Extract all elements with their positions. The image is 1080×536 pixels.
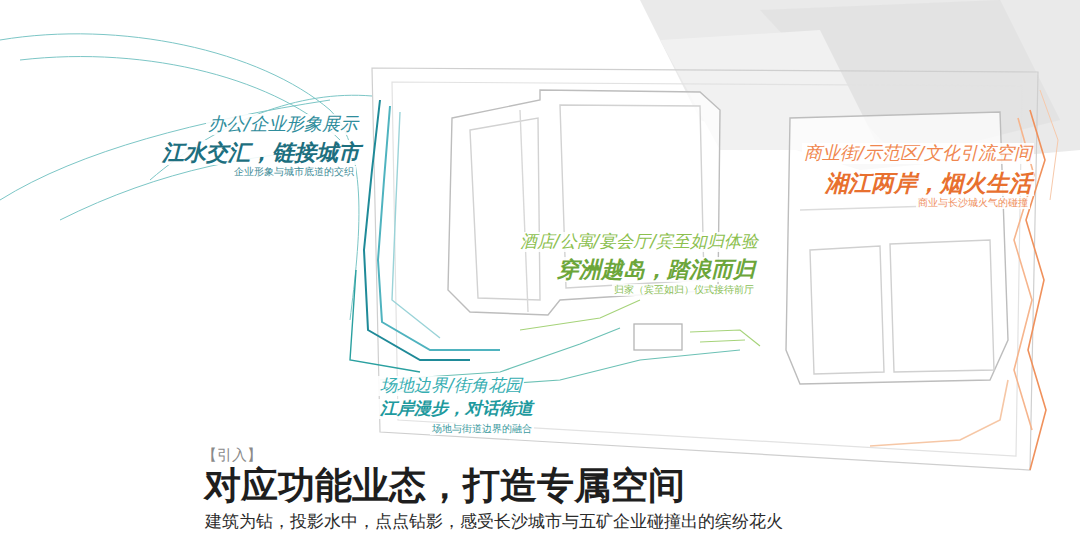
zone-heading: 商业街/示范区/文化引流空间 bbox=[802, 143, 1034, 164]
zone-heading: 酒店/公寓/宴会厅/宾至如归体验 bbox=[518, 232, 760, 252]
zone-slogan: 江岸漫步，对话街道 bbox=[378, 399, 535, 419]
slide-caption: 建筑为钻，投影水中，点点钻影，感受长沙城市与五矿企业碰撞出的缤纷花火 bbox=[205, 512, 783, 532]
zone-heading: 场地边界/街角花园 bbox=[378, 376, 524, 396]
zone-note: 场地与街道边界的融合 bbox=[430, 423, 534, 435]
zone-slogan: 穿洲越岛，踏浪而归 bbox=[555, 257, 757, 282]
slide-title: 对应功能业态，打造专属空间 bbox=[204, 465, 685, 508]
section-tag: 【引入】 bbox=[202, 447, 262, 464]
site-boundary bbox=[372, 68, 1038, 470]
flow-lines-teal bbox=[0, 34, 372, 320]
zone-note: 企业形象与城市底道的交织 bbox=[232, 166, 356, 178]
zone-slogan: 江水交汇，链接城市 bbox=[160, 140, 362, 165]
zone-note: 归家（宾至如归）仪式接待前厅 bbox=[612, 284, 756, 296]
edge-path-teal bbox=[350, 100, 500, 372]
zone-slogan: 湘江两岸，烟火生活 bbox=[823, 170, 1034, 196]
zone-note: 商业与长沙城火气的碰撞 bbox=[916, 197, 1030, 209]
zone-heading: 办公/企业形象展示 bbox=[206, 114, 360, 135]
pavilion bbox=[634, 324, 682, 350]
